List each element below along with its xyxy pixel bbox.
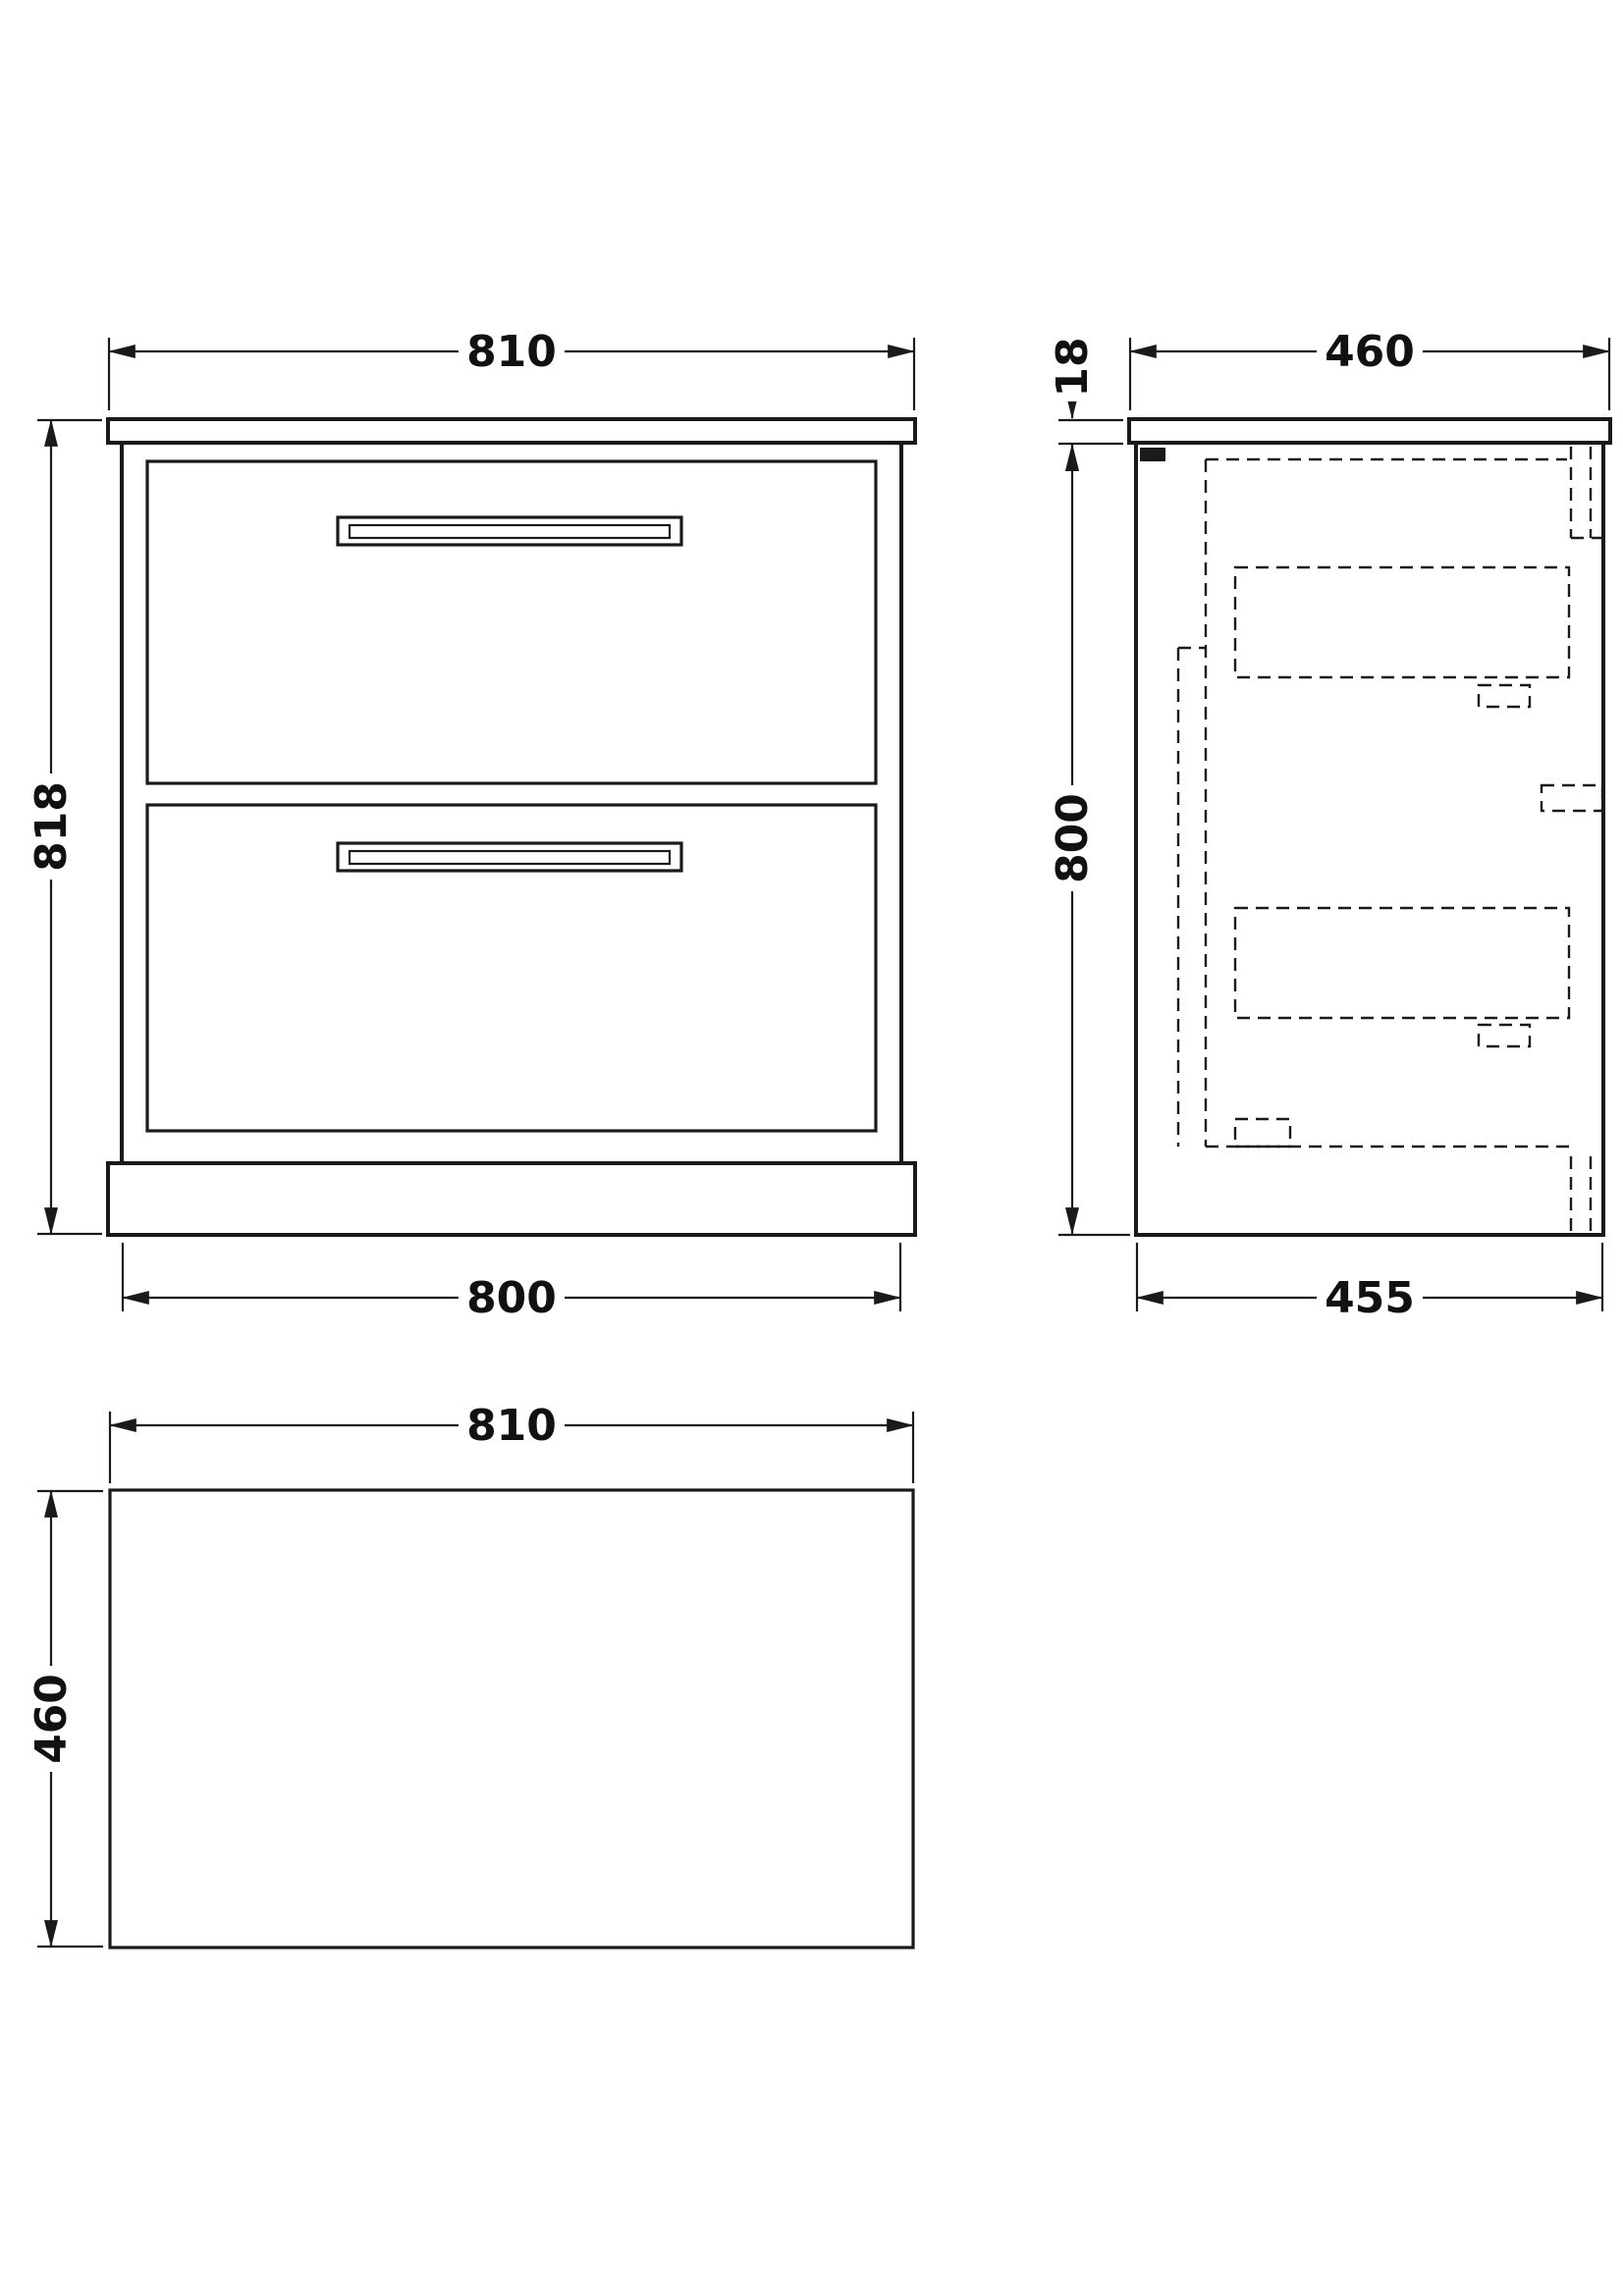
front-height-label-group: 818 bbox=[27, 774, 77, 880]
front-top-width-label: 810 bbox=[466, 327, 557, 377]
side-bottom-depth-label: 455 bbox=[1325, 1273, 1415, 1323]
label-background bbox=[459, 329, 565, 374]
side-handle-1-hidden bbox=[1477, 683, 1532, 709]
side-depth-label: 460 bbox=[1325, 327, 1415, 377]
side-bottom-runner-hidden bbox=[1233, 1117, 1292, 1148]
front-drawer-1-handle bbox=[336, 515, 683, 547]
plan-countertop-outline bbox=[108, 1488, 915, 1949]
side-cabinet-body bbox=[1134, 441, 1605, 1237]
label-background bbox=[1317, 329, 1423, 374]
plan-dimensions: 810 460 bbox=[27, 1401, 915, 1949]
label-background bbox=[1050, 785, 1095, 891]
label-background bbox=[28, 774, 74, 880]
side-height-label-group: 800 bbox=[1048, 785, 1098, 891]
label-background bbox=[459, 1403, 565, 1448]
front-countertop bbox=[106, 417, 917, 445]
side-drawer-2-hidden bbox=[1233, 906, 1571, 1020]
front-dimensions: 810 818 800 bbox=[27, 327, 916, 1323]
front-drawer-2-handle bbox=[336, 841, 683, 873]
label-background bbox=[28, 1666, 74, 1772]
front-drawer-2 bbox=[145, 803, 878, 1133]
side-handle-2-hidden bbox=[1477, 1023, 1532, 1048]
front-bottom-width-label: 800 bbox=[466, 1273, 557, 1323]
side-height-label: 800 bbox=[1048, 793, 1098, 883]
plan-depth-label-group: 460 bbox=[27, 1666, 77, 1772]
plan-depth-label: 460 bbox=[27, 1674, 77, 1764]
wall-bracket bbox=[1140, 448, 1165, 461]
side-counter-thickness-label: 18 bbox=[1048, 337, 1098, 397]
front-drawer-1 bbox=[145, 459, 878, 785]
side-drawer-1-hidden bbox=[1233, 565, 1571, 679]
plan-width-label: 810 bbox=[466, 1401, 557, 1451]
front-drawer-1-handle-inner bbox=[348, 523, 672, 540]
side-thickness-label-group: 18 bbox=[1048, 333, 1098, 401]
side-hidden-lines bbox=[1176, 447, 1604, 1232]
front-drawer-2-handle-inner bbox=[348, 849, 672, 866]
front-plinth bbox=[106, 1161, 917, 1237]
side-mid-rail-hidden bbox=[1540, 783, 1604, 813]
plan-view bbox=[108, 1488, 915, 1949]
front-height-label: 818 bbox=[27, 781, 77, 872]
label-background bbox=[1317, 1275, 1423, 1320]
front-cabinet-body bbox=[120, 441, 903, 1165]
label-background bbox=[459, 1275, 565, 1320]
label-background bbox=[1050, 333, 1095, 401]
side-view bbox=[1127, 417, 1612, 1237]
front-view bbox=[106, 417, 917, 1237]
side-dimensions: 460 18 800 455 bbox=[1048, 327, 1611, 1323]
side-countertop bbox=[1127, 417, 1612, 445]
